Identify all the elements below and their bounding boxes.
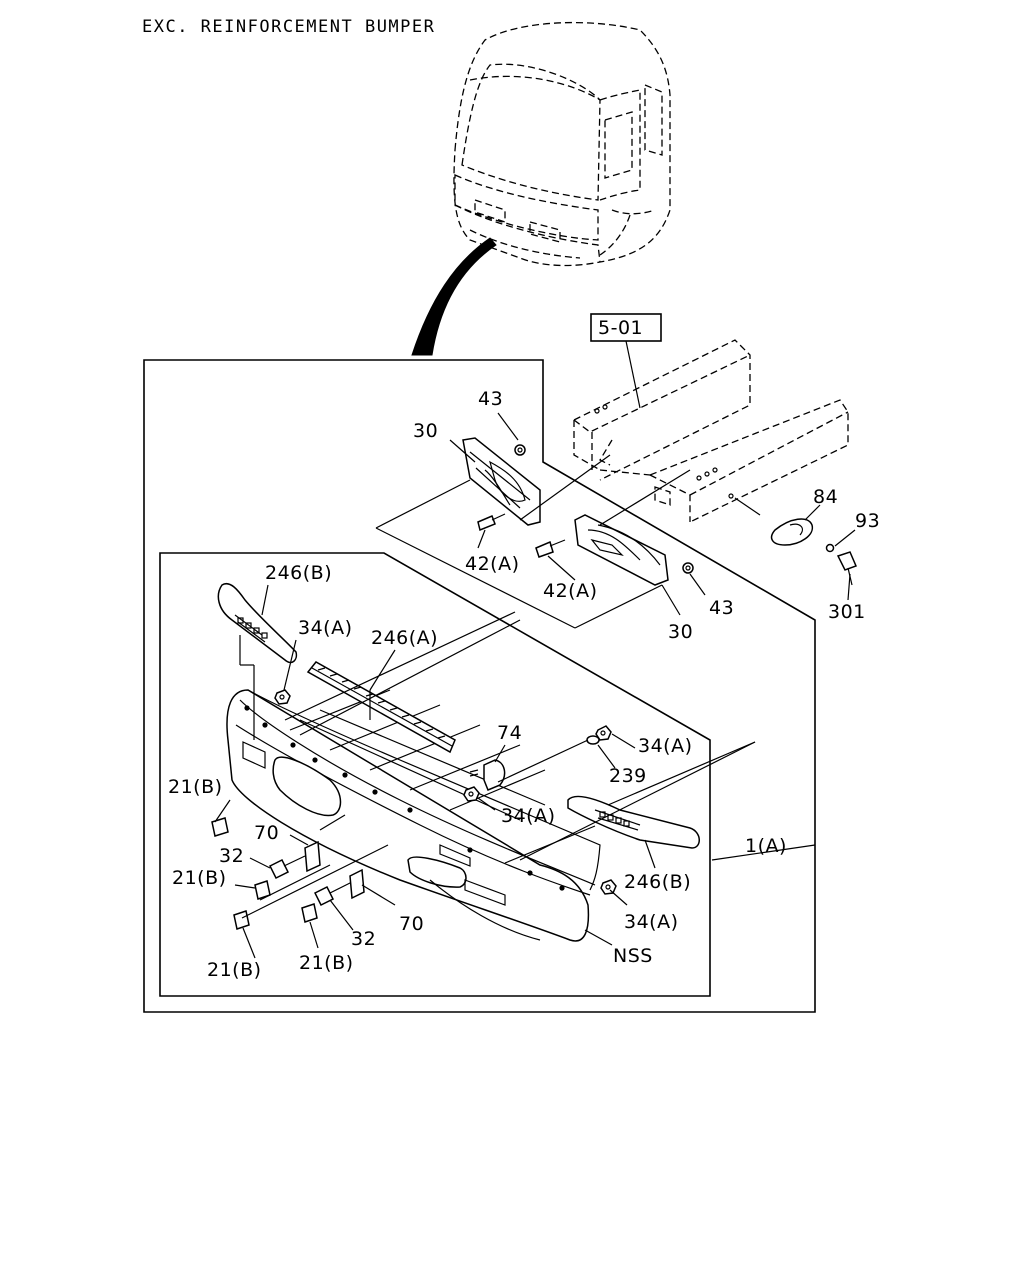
callout-93: 93 <box>855 510 880 532</box>
callout-21b-4: 21(B) <box>207 959 262 981</box>
callout-43-right: 43 <box>709 597 734 619</box>
callout-84: 84 <box>813 486 838 508</box>
callout-34a-center: 34(A) <box>501 805 556 827</box>
diagram-title: EXC. REINFORCEMENT BUMPER <box>142 17 435 37</box>
callout-70-right: 70 <box>399 913 424 935</box>
callout-21b-3: 21(B) <box>299 952 354 974</box>
callout-34a-top: 34(A) <box>298 617 353 639</box>
callout-nss: NSS <box>613 945 653 967</box>
leader-lines-upper <box>375 412 856 629</box>
callout-30-right: 30 <box>668 621 693 643</box>
reference-label: 5-01 <box>598 317 643 339</box>
assembly-outline-outer <box>143 359 816 1013</box>
callout-21b-2: 21(B) <box>172 867 227 889</box>
grille-panel <box>306 661 456 754</box>
bumper-bracket-left <box>462 437 541 532</box>
callout-42a-left: 42(A) <box>465 553 520 575</box>
callout-1a: 1(A) <box>745 835 787 857</box>
reference-box: 5-01 <box>590 313 662 409</box>
callout-30-left: 30 <box>413 420 438 442</box>
truck-cab-illustration <box>411 21 671 356</box>
leader-lines-lower <box>214 584 756 959</box>
end-cap-left <box>217 583 298 664</box>
callout-70-left: 70 <box>254 822 279 844</box>
callout-43-top: 43 <box>478 388 503 410</box>
callout-34a-bottom: 34(A) <box>624 911 679 933</box>
callout-74: 74 <box>497 722 522 744</box>
callout-32-right: 32 <box>351 928 376 950</box>
callout-239: 239 <box>609 765 647 787</box>
callout-246b-right: 246(B) <box>624 871 691 893</box>
callout-32-left: 32 <box>219 845 244 867</box>
callout-21b-1: 21(B) <box>168 776 223 798</box>
assembly-outline-inner <box>159 552 711 997</box>
callout-34a-mid-right: 34(A) <box>638 735 693 757</box>
tow-hook-assembly <box>734 497 858 586</box>
bumper-bracket-right <box>535 514 694 586</box>
callout-42a-right: 42(A) <box>543 580 598 602</box>
callout-246b-top: 246(B) <box>265 562 332 584</box>
callout-labels: 43 30 42(A) 42(A) 43 30 84 93 301 246(B)… <box>168 388 880 981</box>
callout-301: 301 <box>828 601 866 623</box>
bumper-shell <box>226 689 601 942</box>
chassis-frame <box>573 339 849 523</box>
callout-246a: 246(A) <box>371 627 438 649</box>
